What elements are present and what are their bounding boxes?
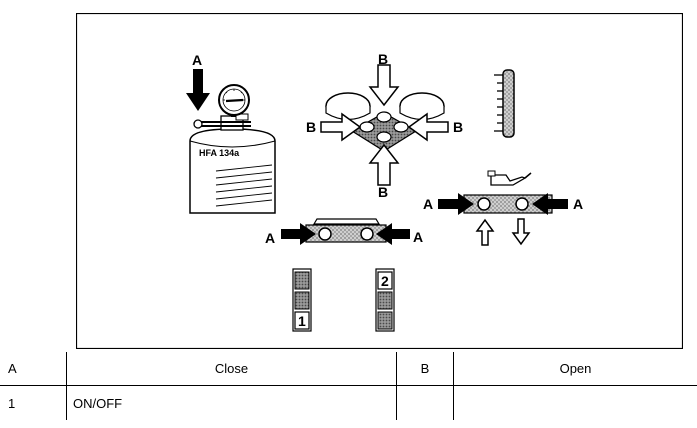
legend-row: 1 ON/OFF: [0, 385, 697, 420]
label-a-pump-right: A: [573, 196, 583, 212]
legend-table: A Close B Open 1 ON/OFF: [0, 352, 697, 420]
switch-panel-1: 1: [292, 268, 312, 332]
label-a-clamp-left: A: [265, 230, 275, 246]
header-open: Open: [453, 352, 697, 386]
legend-header-row: A Close B Open: [0, 352, 697, 386]
manifold-assembly: [325, 92, 445, 152]
cylinder-label: HFA 134a: [199, 148, 240, 158]
label-b-right: B: [453, 119, 463, 135]
label-b-left: B: [306, 119, 316, 135]
row-number: 1: [8, 395, 16, 411]
level-indicator-icon: [494, 69, 515, 138]
header-a: A: [0, 352, 67, 386]
refrigerant-cylinder: HFA 134a: [189, 108, 276, 214]
label-a-pump-left: A: [423, 196, 433, 212]
arrow-left-lower-icon: [376, 223, 410, 245]
label-a-cylinder: A: [192, 52, 202, 68]
label-b-top: B: [378, 51, 388, 67]
pressure-gauge-icon: [218, 84, 250, 116]
row-open-value: [453, 385, 697, 420]
arrow-outline-up-icon: [368, 143, 400, 186]
switch-number-2: 2: [381, 273, 389, 289]
illustration-figure: HFA 134a A: [76, 13, 683, 349]
header-b: B: [396, 352, 454, 386]
arrow-right-lower-icon: [281, 223, 316, 245]
label-b-bottom: B: [378, 184, 388, 200]
switch-panel-2: 2: [375, 268, 395, 332]
arrow-outline-down-small-icon: [511, 218, 531, 246]
arrow-left-icon: [532, 193, 568, 215]
label-a-clamp-right: A: [413, 229, 423, 245]
row-close-value: ON/OFF: [66, 385, 397, 420]
arrow-outline-up-small-icon: [475, 218, 495, 246]
arrow-outline-down-icon: [368, 64, 400, 107]
oil-can-icon: [487, 170, 532, 186]
header-close: Close: [66, 352, 397, 386]
arrow-down-icon: [186, 69, 210, 111]
clamp-bar: [305, 218, 387, 243]
arrow-right-icon: [438, 193, 474, 215]
row-b-value: [396, 385, 454, 420]
oil-pump-bar: [463, 194, 553, 214]
arrow-outline-left-icon: [407, 112, 449, 142]
arrow-outline-right-icon: [320, 112, 362, 142]
switch-number-1: 1: [298, 313, 306, 329]
